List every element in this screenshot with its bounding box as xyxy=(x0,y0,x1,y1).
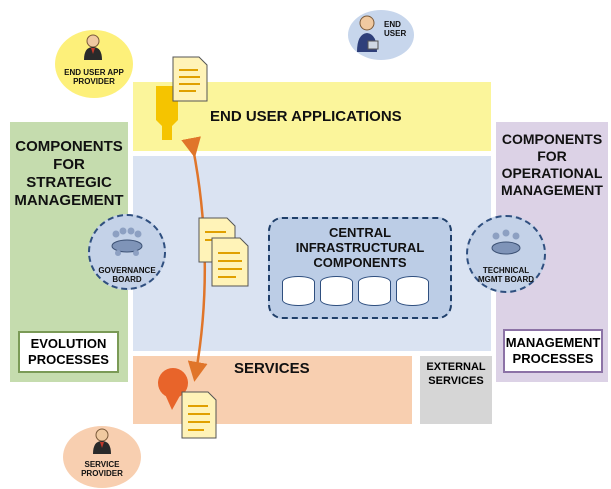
evolution-processes-line1: EVOLUTION xyxy=(30,336,107,351)
external-services-label: EXTERNAL SERVICES xyxy=(420,360,492,388)
service-provider-line2: PROVIDER xyxy=(81,469,123,478)
central-line1: CENTRAL xyxy=(328,225,392,240)
database-icon xyxy=(282,276,315,306)
strategic-title: COMPONENTS FOR STRATEGIC MANAGEMENT xyxy=(10,138,128,210)
evolution-processes-box: EVOLUTION PROCESSES xyxy=(18,331,119,373)
operational-title: COMPONENTS FOR OPERATIONAL MANAGEMENT xyxy=(496,131,608,199)
technical-board-label: TECHNICAL MGMT BOARD xyxy=(466,266,546,284)
document-icon xyxy=(172,56,208,102)
management-processes-box: MANAGEMENT PROCESSES xyxy=(503,329,603,373)
user-icon xyxy=(93,428,111,454)
user-icon xyxy=(84,34,102,60)
technical-line2: MGMT BOARD xyxy=(478,275,534,284)
service-provider-label: SERVICE PROVIDER xyxy=(63,460,141,478)
operational-title-line2: FOR xyxy=(537,148,567,164)
central-infrastructure-label: CENTRAL INFRASTRUCTURAL COMPONENTS xyxy=(268,225,452,270)
app-provider-line2: PROVIDER xyxy=(73,77,115,86)
service-provider-line1: SERVICE xyxy=(84,460,120,469)
user-icon xyxy=(357,15,379,52)
governance-line2: BOARD xyxy=(112,275,142,284)
strategic-title-line2: FOR STRATEGIC xyxy=(26,156,112,191)
meeting-icon xyxy=(491,229,521,255)
technical-line1: TECHNICAL xyxy=(482,266,530,275)
operational-title-line3: OPERATIONAL xyxy=(501,165,603,181)
end-user-label: END USER xyxy=(384,20,414,38)
database-icon xyxy=(358,276,391,306)
governance-board-circle xyxy=(88,214,166,290)
strategic-title-line3: MANAGEMENT xyxy=(14,192,124,209)
operational-title-line4: MANAGEMENT xyxy=(501,182,603,198)
services-title: SERVICES xyxy=(234,360,310,377)
technical-board-circle xyxy=(466,215,546,293)
database-icon xyxy=(320,276,353,306)
external-services-line2: SERVICES xyxy=(428,375,484,387)
end-user-line2: USER xyxy=(384,29,407,38)
management-processes-line2: PROCESSES xyxy=(512,351,594,366)
management-processes-line1: MANAGEMENT xyxy=(505,335,601,350)
document-icon xyxy=(211,237,249,287)
governance-line1: GOVERNANCE xyxy=(98,266,156,275)
operational-title-line1: COMPONENTS xyxy=(501,131,603,147)
external-services-band xyxy=(420,356,492,424)
end-user-applications-title: END USER APPLICATIONS xyxy=(210,108,402,125)
central-line2: INFRASTRUCTURAL xyxy=(295,240,425,255)
service-connector-icon xyxy=(158,368,188,410)
governance-board-label: GOVERNANCE BOARD xyxy=(88,266,166,284)
evolution-processes-line2: PROCESSES xyxy=(28,352,109,367)
central-line3: COMPONENTS xyxy=(313,255,407,270)
meeting-icon xyxy=(111,227,143,256)
document-icon xyxy=(181,391,217,439)
end-user-line1: END xyxy=(384,20,401,29)
app-provider-line1: END USER APP xyxy=(64,68,124,77)
strategic-title-line1: COMPONENTS xyxy=(15,138,123,155)
external-services-line1: EXTERNAL xyxy=(426,361,486,373)
end-user-app-provider-label: END USER APP PROVIDER xyxy=(55,68,133,86)
database-icon xyxy=(396,276,429,306)
